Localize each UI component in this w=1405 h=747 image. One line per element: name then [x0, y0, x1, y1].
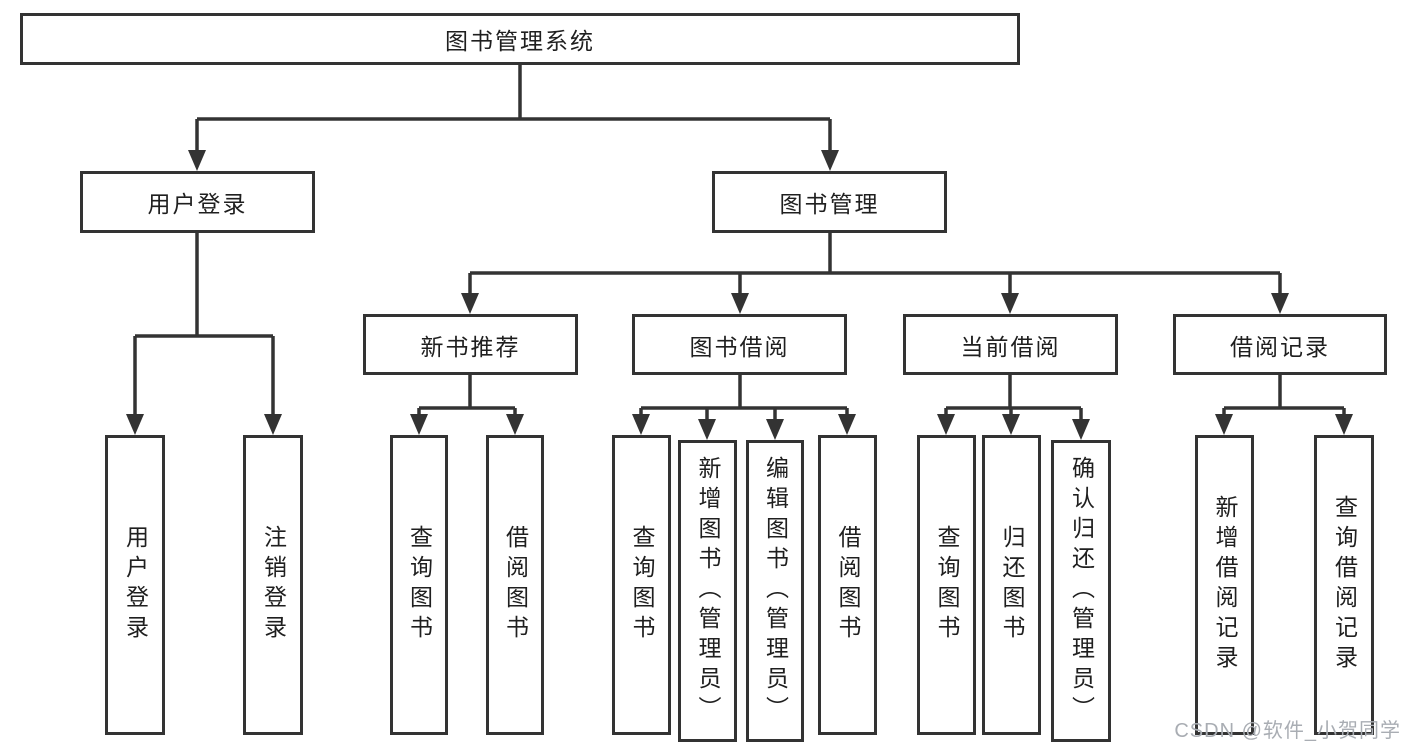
- node-label: 查询图书: [934, 525, 960, 645]
- node-label: 图书管理: [779, 191, 880, 217]
- leaf-borrow-books: 借阅图书: [486, 435, 544, 735]
- connector-newbook-to-leaves: [417, 375, 517, 418]
- arrowhead: [264, 414, 282, 435]
- arrowhead: [1271, 293, 1289, 314]
- connector-bookmgmt-to-level3: [468, 233, 1282, 296]
- node-current-borrowing: 当前借阅: [903, 314, 1118, 375]
- node-label: 新增图书（管理员）: [695, 456, 721, 726]
- arrowhead: [126, 414, 144, 435]
- leaf-add-borrow-record: 新增借阅记录: [1195, 435, 1254, 735]
- node-borrowing-records: 借阅记录: [1173, 314, 1387, 375]
- arrowhead: [766, 419, 784, 440]
- arrowhead: [1215, 414, 1233, 435]
- node-label: 新书推荐: [420, 333, 521, 360]
- arrowhead: [821, 150, 839, 171]
- node-label: 新增借阅记录: [1212, 495, 1238, 675]
- node-label: 确认归还（管理员）: [1068, 456, 1095, 726]
- arrowhead: [1001, 293, 1019, 314]
- arrowhead: [937, 414, 955, 435]
- node-label: 图书管理系统: [445, 28, 595, 54]
- node-label: 借阅图书: [502, 525, 529, 645]
- connector-userlogin-to-leaves: [133, 233, 275, 417]
- leaf-query-books: 查询图书: [917, 435, 976, 735]
- arrowhead: [188, 150, 206, 171]
- leaf-logout: 注销登录: [243, 435, 303, 735]
- node-label: 图书借阅: [689, 333, 790, 360]
- node-label: 查询借阅记录: [1331, 495, 1358, 675]
- leaf-confirm-return-admin: 确认归还（管理员）: [1051, 440, 1111, 742]
- node-label: 归还图书: [999, 525, 1025, 645]
- node-book-management-branch: 图书管理: [712, 171, 947, 233]
- arrowhead: [461, 293, 479, 314]
- node-label: 当前借阅: [960, 333, 1061, 360]
- leaf-query-books: 查询图书: [390, 435, 448, 735]
- node-user-login-branch: 用户登录: [80, 171, 315, 233]
- arrowhead: [410, 414, 428, 435]
- arrowhead: [1002, 414, 1020, 435]
- arrowhead: [838, 414, 856, 435]
- connector-root-to-level2: [195, 65, 832, 153]
- csdn-watermark: CSDN @软件_小贺同学: [1174, 720, 1401, 742]
- node-label: 用户登录: [122, 525, 149, 645]
- leaf-borrow-books: 借阅图书: [818, 435, 877, 735]
- arrowhead: [731, 293, 749, 314]
- node-new-book-recommendation: 新书推荐: [363, 314, 578, 375]
- leaf-query-borrow-record: 查询借阅记录: [1314, 435, 1374, 735]
- arrowhead: [506, 414, 524, 435]
- leaf-add-books-admin: 新增图书（管理员）: [678, 440, 737, 742]
- connector-current-to-leaves: [944, 375, 1083, 422]
- node-label: 用户登录: [147, 191, 248, 217]
- node-library-management-system: 图书管理系统: [20, 13, 1020, 65]
- arrowhead: [698, 419, 716, 440]
- node-label: 查询图书: [629, 525, 655, 645]
- arrowhead: [1335, 414, 1353, 435]
- arrowhead: [1072, 419, 1090, 440]
- node-label: 编辑图书（管理员）: [762, 456, 789, 726]
- leaf-return-books: 归还图书: [982, 435, 1041, 735]
- arrowhead: [632, 414, 650, 435]
- node-label: 借阅记录: [1230, 333, 1330, 360]
- node-label: 借阅图书: [835, 525, 861, 645]
- leaf-user-login: 用户登录: [105, 435, 165, 735]
- connector-borrow-to-leaves: [639, 375, 849, 422]
- node-label: 注销登录: [260, 525, 287, 645]
- leaf-query-books: 查询图书: [612, 435, 671, 735]
- node-label: 查询图书: [406, 525, 433, 645]
- node-book-borrowing: 图书借阅: [632, 314, 847, 375]
- leaf-edit-books-admin: 编辑图书（管理员）: [746, 440, 804, 742]
- connector-records-to-leaves: [1222, 375, 1346, 418]
